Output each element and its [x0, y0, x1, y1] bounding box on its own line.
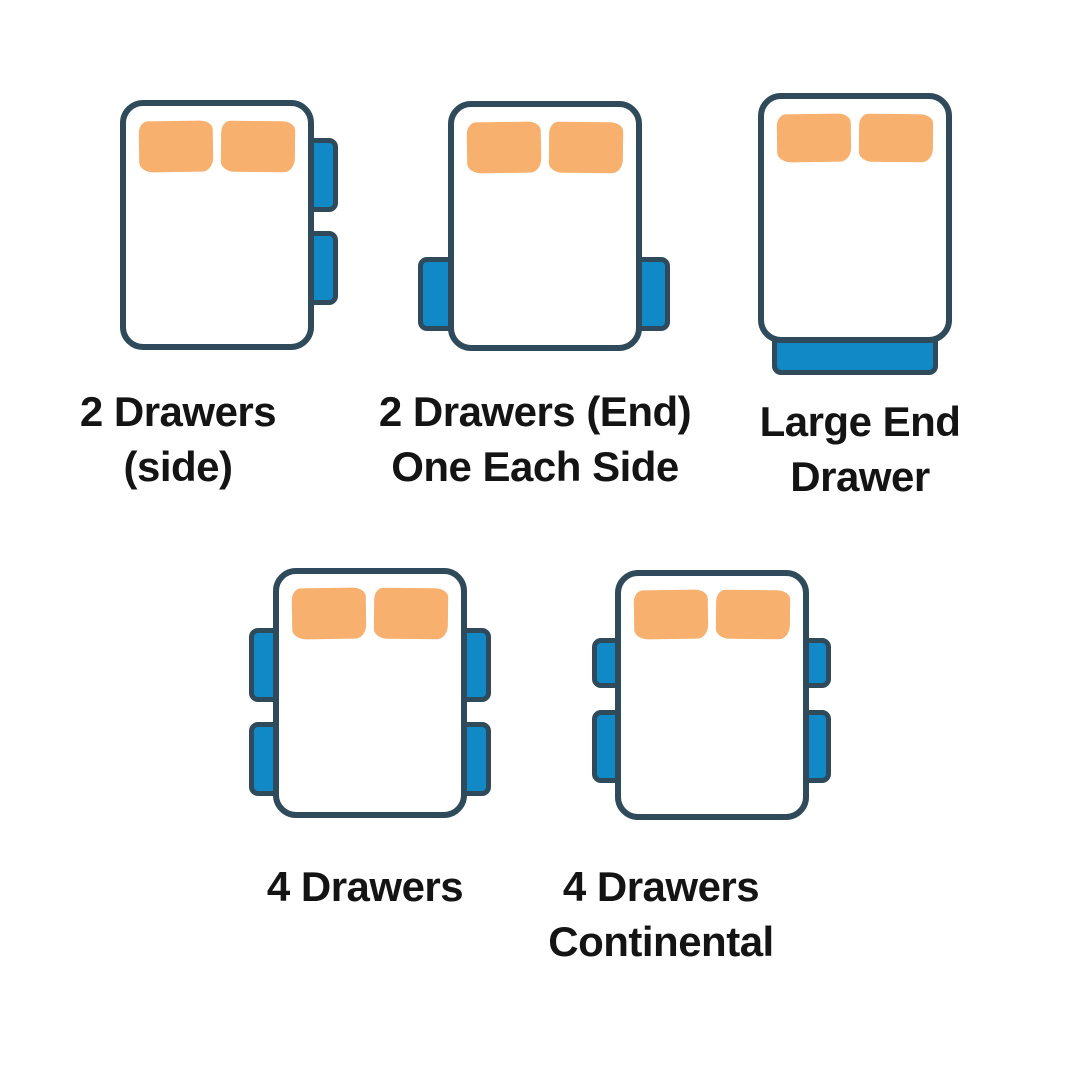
bed-icon-4-drawers-continental — [592, 570, 831, 820]
figure-label-4-drawers: 4 Drawers — [165, 859, 565, 914]
pillow-left — [138, 120, 214, 173]
pillow-left — [776, 113, 852, 163]
label-line: 4 Drawers — [562, 863, 760, 910]
pillow-left — [633, 589, 709, 640]
pillow-right — [715, 589, 791, 640]
bed-icon-2-drawers-side — [120, 100, 338, 350]
label-line: 2 Drawers — [79, 388, 277, 435]
label-line: (side) — [123, 443, 233, 490]
pillow-left — [291, 587, 367, 640]
pillow-right — [548, 121, 624, 174]
pillow-left — [466, 121, 542, 174]
bed-icon-4-drawers — [249, 568, 491, 818]
figure-label-2-drawers-side: 2 Drawers (side) — [0, 384, 378, 494]
bed-icon-2-drawers-end — [418, 101, 670, 351]
figure-label-large-end-drawer: Large End Drawer — [660, 394, 1060, 504]
label-line: Drawer — [790, 453, 930, 500]
pillow-right — [220, 120, 296, 173]
pillow-right — [373, 587, 449, 640]
label-line: Large End — [759, 398, 961, 445]
figure-label-2-drawers-end: 2 Drawers (End) One Each Side — [335, 384, 735, 494]
label-line: Continental — [548, 918, 774, 965]
bed-icon-large-end-drawer — [758, 93, 952, 375]
figure-label-4-drawers-continental: 4 Drawers Continental — [461, 859, 861, 969]
label-line: 2 Drawers (End) — [378, 388, 692, 435]
pillow-right — [858, 113, 934, 163]
label-line: 4 Drawers — [266, 863, 464, 910]
label-line: One Each Side — [391, 443, 679, 490]
